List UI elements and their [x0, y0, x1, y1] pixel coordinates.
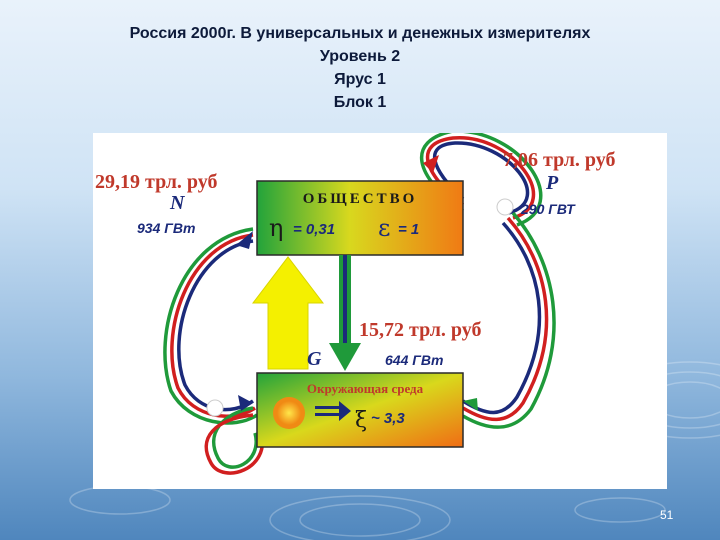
double-arrow-icon [315, 401, 351, 421]
epsilon-symbol: ε [378, 214, 390, 242]
g-money-label: 15,72 трл. руб [359, 319, 482, 341]
arrow-right-top [423, 155, 439, 173]
slide-number: 51 [660, 508, 674, 522]
p-energy-label: 290 ГВТ [520, 201, 576, 217]
environment-title: Окружающая среда [307, 381, 424, 396]
yellow-up-arrow [251, 256, 325, 370]
n-symbol: N [169, 192, 186, 214]
g-flow-arrow [329, 255, 361, 371]
node-left [206, 399, 224, 417]
slide-title: Россия 2000г. В универсальных и денежных… [0, 22, 720, 114]
p-money-label: 7,06 трл. руб [503, 149, 616, 171]
flow-loop-left [163, 227, 265, 475]
title-line-1: Россия 2000г. В универсальных и денежных… [129, 25, 591, 42]
g-energy-label: 644 ГВт [385, 352, 443, 368]
flow-diagram-figure: ОБЩЕСТВО η = 0,31 ε = 1 Окружающая среда [93, 129, 667, 489]
sun-icon [273, 397, 305, 429]
title-line-2: Уровень 2 [319, 48, 401, 65]
environment-box: Окружающая среда ξ ~ 3,3 [256, 372, 464, 448]
flow-loop-right [419, 129, 556, 429]
xi-value: ~ 3,3 [371, 410, 405, 427]
p-symbol: P [545, 172, 559, 194]
n-energy-label: 934 ГВт [137, 220, 195, 236]
arrow-left-lower [238, 395, 253, 411]
arrow-left-upper [236, 231, 253, 249]
title-line-3: Ярус 1 [334, 71, 386, 88]
society-title: ОБЩЕСТВО [303, 191, 418, 207]
eta-symbol: η [269, 214, 283, 242]
epsilon-value: = 1 [398, 221, 419, 238]
arrow-right-bottom [463, 398, 478, 411]
xi-symbol: ξ [355, 408, 367, 433]
node-right [496, 198, 514, 216]
n-money-label: 29,19 трл. руб [95, 171, 218, 193]
g-symbol: G [307, 348, 322, 370]
flow-diagram: ОБЩЕСТВО η = 0,31 ε = 1 Окружающая среда [95, 129, 616, 475]
title-line-4: Блок 1 [333, 94, 387, 111]
society-box: ОБЩЕСТВО η = 0,31 ε = 1 [256, 180, 464, 256]
eta-value: = 0,31 [293, 221, 335, 238]
